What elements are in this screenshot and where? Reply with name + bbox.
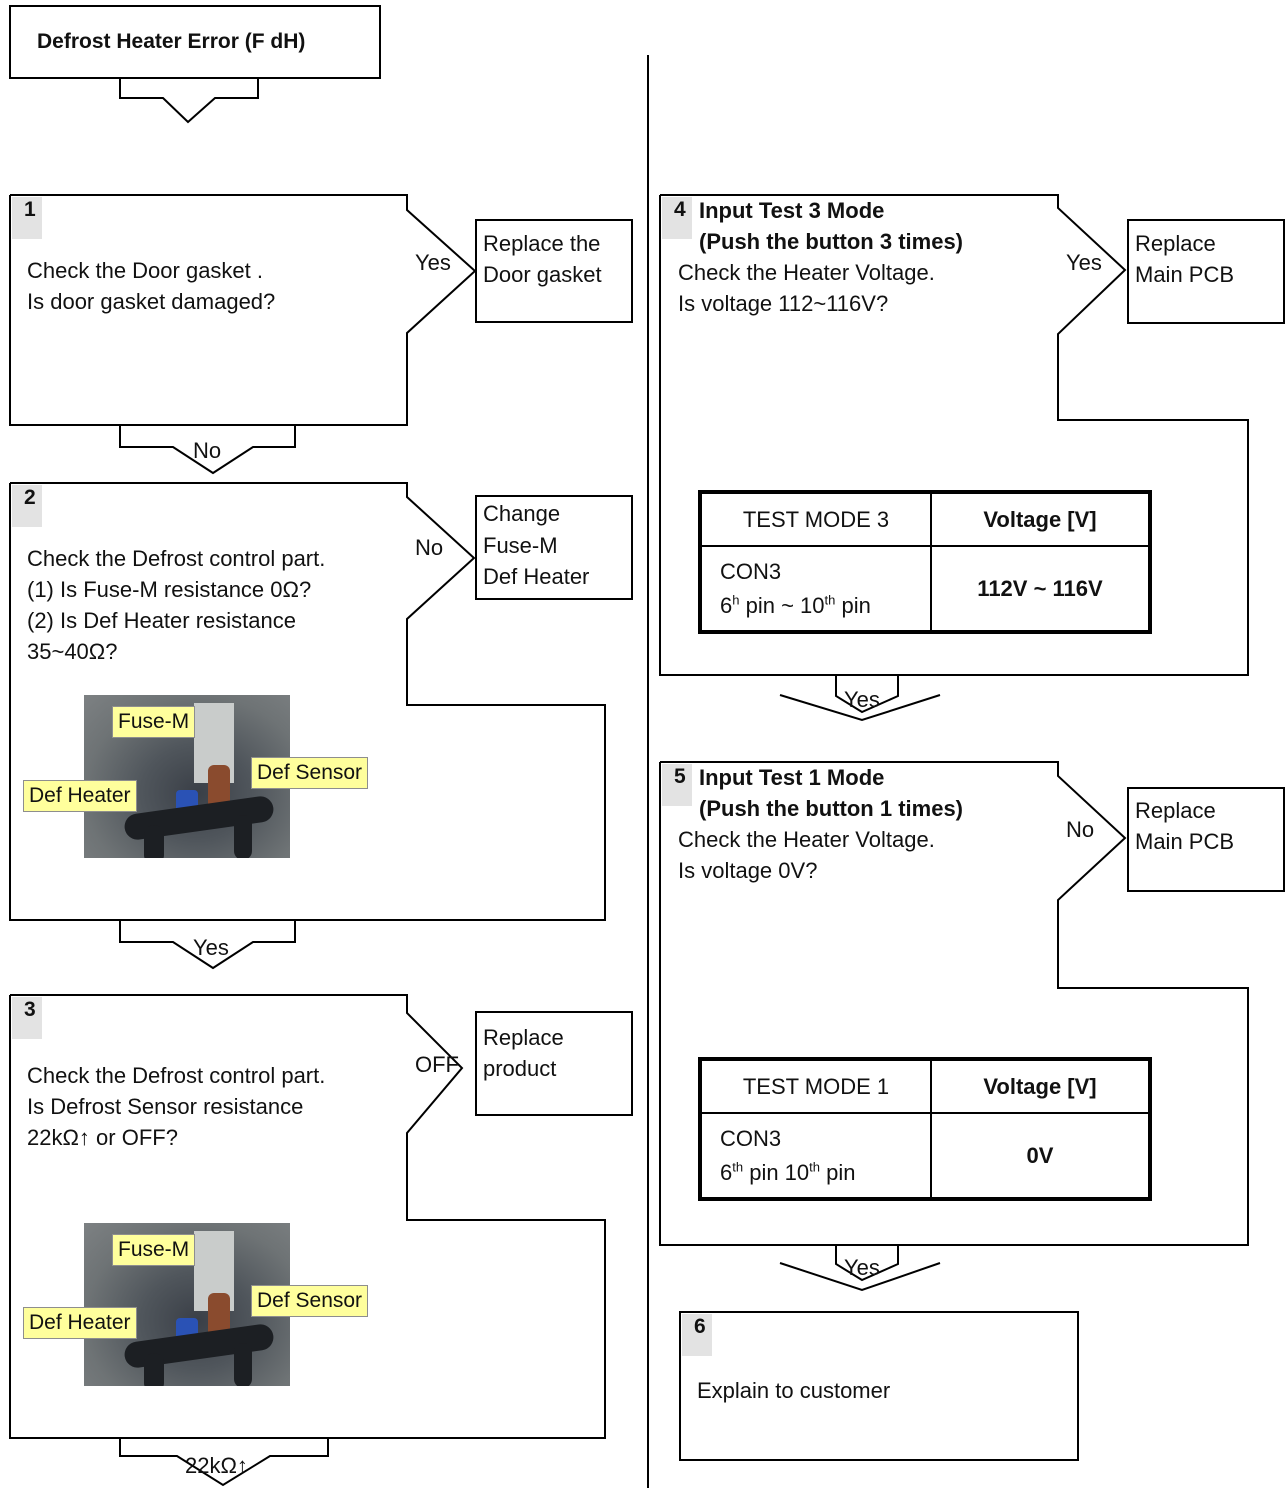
step4-action-2: Main PCB xyxy=(1135,262,1235,287)
step2-down-arrow xyxy=(119,920,296,970)
step5-number: 5 xyxy=(662,764,692,806)
step2-box xyxy=(9,482,606,921)
step5-text-2: (Push the button 1 times) xyxy=(699,796,963,821)
step2-label-heater: Def Heater xyxy=(23,780,137,812)
table3-con: CON3 xyxy=(720,558,782,584)
table1-header-voltage: Voltage [V] xyxy=(930,1058,1151,1114)
step2-label-fuse: Fuse-M xyxy=(112,706,196,738)
step3-text-2: Is Defrost Sensor resistance xyxy=(27,1094,304,1119)
table3-value: 112V ~ 116V xyxy=(930,545,1151,633)
step3-branch-label: OFF xyxy=(415,1052,459,1077)
step4-number: 4 xyxy=(662,197,692,239)
step4-branch-label: Yes xyxy=(1066,250,1102,275)
step2-action-1: Change xyxy=(483,501,561,526)
step2-text-2: (1) Is Fuse-M resistance 0Ω? xyxy=(27,577,312,602)
step3-label-heater: Def Heater xyxy=(23,1307,137,1339)
step1-branch-label: Yes xyxy=(415,250,451,275)
test-mode-3-table: TEST MODE 3 Voltage [V] CON3 6h pin ~ 10… xyxy=(698,490,1152,634)
table1-con: CON3 xyxy=(720,1125,782,1151)
step4-text-3: Check the Heater Voltage. xyxy=(678,260,935,285)
step4-down-arrow-tip xyxy=(779,694,941,722)
step2-action-3: Def Heater xyxy=(483,564,590,589)
step5-branch-label: No xyxy=(1066,817,1095,842)
step1-down-label: No xyxy=(193,438,222,463)
step4-action-box xyxy=(1127,219,1285,324)
step1-action-1: Replace the xyxy=(483,231,601,256)
step3-box xyxy=(9,994,606,1439)
step2-text-1: Check the Defrost control part. xyxy=(27,546,326,571)
step2-down-label: Yes xyxy=(193,935,229,960)
step4-text-4: Is voltage 112~116V? xyxy=(678,291,889,316)
step2-text-4: 35~40Ω? xyxy=(27,639,118,664)
table3-header-voltage: Voltage [V] xyxy=(930,491,1151,547)
step5-text-3: Check the Heater Voltage. xyxy=(678,827,935,852)
step6-box xyxy=(679,1311,1079,1461)
step2-number: 2 xyxy=(12,485,42,527)
step4-down-arrow-top xyxy=(780,674,940,714)
table3-connector: CON3 6h pin ~ 10th pin xyxy=(699,545,932,633)
table1-pins: 6th pin 10th pin xyxy=(720,1159,856,1185)
step1-box xyxy=(9,194,477,426)
step5-action-1: Replace xyxy=(1135,798,1216,823)
step2-text-3: (2) Is Def Heater resistance xyxy=(27,608,296,633)
step3-action-box xyxy=(475,1011,633,1116)
step4-box xyxy=(659,194,1249,676)
step5-down-arrow-tip xyxy=(779,1262,941,1292)
step2-branch-label: No xyxy=(415,535,444,560)
step5-down-arrow-top xyxy=(780,1244,940,1282)
step6-number: 6 xyxy=(682,1314,712,1356)
step2-label-sensor: Def Sensor xyxy=(251,757,369,789)
step6-text: Explain to customer xyxy=(697,1378,891,1403)
step1-down-arrow xyxy=(119,425,296,475)
step1-text-2: Is door gasket damaged? xyxy=(27,289,276,314)
table3-header-mode: TEST MODE 3 xyxy=(699,491,932,547)
step2-action-box xyxy=(475,495,633,600)
step5-text-1: Input Test 1 Mode xyxy=(699,765,885,790)
step4-text-2: (Push the button 3 times) xyxy=(699,229,963,254)
step4-action-1: Replace xyxy=(1135,231,1216,256)
step5-box xyxy=(659,761,1249,1246)
step3-text-1: Check the Defrost control part. xyxy=(27,1063,326,1088)
table1-connector: CON3 6th pin 10th pin xyxy=(699,1112,932,1200)
step4-text-1: Input Test 3 Mode xyxy=(699,198,885,223)
step5-down-label: Yes xyxy=(844,1255,880,1280)
step1-number: 1 xyxy=(12,197,42,239)
page-title: Defrost Heater Error (F dH) xyxy=(37,30,306,53)
step5-text-4: Is voltage 0V? xyxy=(678,858,818,883)
title-down-arrow xyxy=(119,78,259,124)
table3-pins: 6h pin ~ 10th pin xyxy=(720,592,871,618)
table1-value: 0V xyxy=(930,1112,1151,1200)
step3-action-2: product xyxy=(483,1056,557,1081)
step4-down-label: Yes xyxy=(844,687,880,712)
step5-action-2: Main PCB xyxy=(1135,829,1235,854)
step1-text-1: Check the Door gasket . xyxy=(27,258,264,283)
step3-action-1: Replace xyxy=(483,1025,564,1050)
step1-action-2: Door gasket xyxy=(483,262,602,287)
step3-label-sensor: Def Sensor xyxy=(251,1285,369,1317)
title-box xyxy=(9,5,381,79)
step5-action-box xyxy=(1127,787,1285,892)
test-mode-1-table: TEST MODE 1 Voltage [V] CON3 6th pin 10t… xyxy=(698,1057,1152,1201)
step2-action-2: Fuse-M xyxy=(483,533,558,558)
step3-down-label: 22kΩ↑ xyxy=(185,1453,248,1478)
step3-down-arrow xyxy=(119,1438,329,1487)
step3-text-3: 22kΩ↑ or OFF? xyxy=(27,1125,178,1150)
table1-header-mode: TEST MODE 1 xyxy=(699,1058,932,1114)
step3-number: 3 xyxy=(12,997,42,1039)
step3-label-fuse: Fuse-M xyxy=(112,1234,196,1266)
step1-action-box xyxy=(475,219,633,323)
